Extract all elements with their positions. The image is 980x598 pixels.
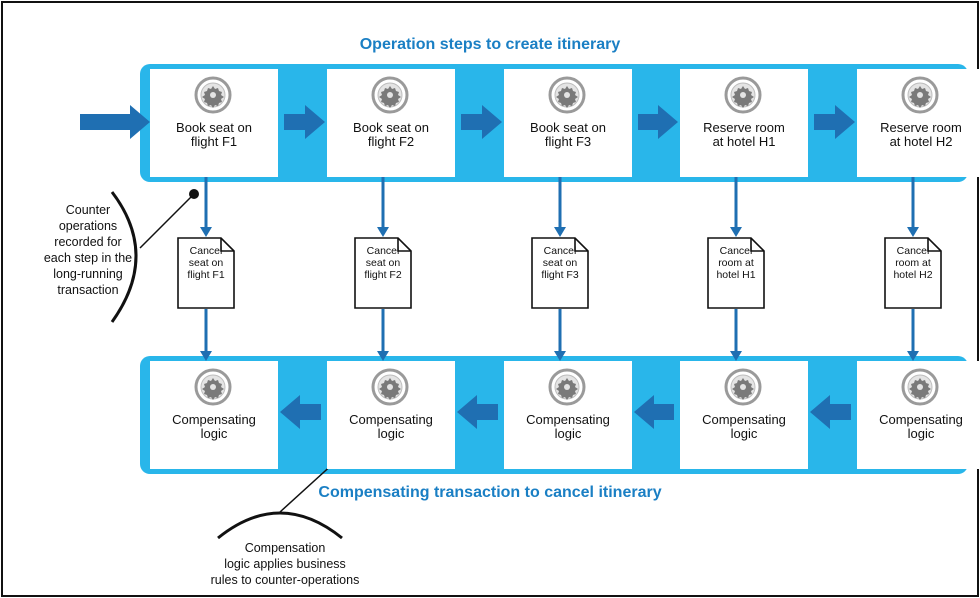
document-icon [531,237,589,309]
top-title: Operation steps to create itinerary [359,36,621,53]
step-card-1-label: Book seat on flight F1 [176,120,252,149]
apply-arrow-3-head [554,351,566,361]
gear-cycle-icon [193,367,233,407]
document-icon [177,237,235,309]
flow-arrow-bottom-1 [280,395,321,429]
counter-operation-doc-3-label: Cancel seat on flight F3 [541,245,579,281]
flow-arrow-bottom-3 [634,395,674,429]
record-arrow-1-head [200,227,212,237]
gear-cycle-icon [193,75,233,115]
gear-cycle-icon [370,367,410,407]
counter-operation-doc-4-label: Cancel room at hotel H1 [716,245,756,281]
gear-cycle-icon [547,75,587,115]
compensating-card-3-label: Compensating logic [526,412,610,441]
gear-cycle-icon [370,75,410,115]
compensating-card-2-label: Compensating logic [349,412,433,441]
flow-arrow-bottom-4 [810,395,851,429]
compensating-card-1: Compensating logic [150,361,278,469]
step-card-2-label: Book seat on flight F2 [353,120,429,149]
compensating-card-5-label: Compensating logic [879,412,963,441]
counter-operation-doc-2-label: Cancel seat on flight F2 [364,245,402,281]
flow-arrow-top-1 [284,105,325,139]
step-card-5-label: Reserve room at hotel H2 [880,120,962,149]
compensating-card-3: Compensating logic [504,361,632,469]
apply-arrow-2-head [377,351,389,361]
record-arrow-4-head [730,227,742,237]
step-card-4-label: Reserve room at hotel H1 [703,120,785,149]
document-icon [884,237,942,309]
apply-arrow-4-head [730,351,742,361]
flow-arrow-top-4 [814,105,855,139]
apply-arrow-5-head [907,351,919,361]
step-card-3: Book seat on flight F3 [504,69,632,177]
record-arrow-5-head [907,227,919,237]
compensating-card-4: Compensating logic [680,361,808,469]
gear-cycle-icon [900,75,940,115]
step-card-3-label: Book seat on flight F3 [530,120,606,149]
counter-note-dot [189,189,199,199]
counter-operation-doc-1-label: Cancel seat on flight F1 [187,245,225,281]
counter-operation-doc-3: Cancel seat on flight F3 [531,237,589,309]
counter-note-pointer [139,193,195,249]
flow-arrow-bottom-2 [457,395,498,429]
record-arrow-2-head [377,227,389,237]
compensating-card-2: Compensating logic [327,361,455,469]
compensating-card-5: Compensating logic [857,361,980,469]
counter-operation-doc-5: Cancel room at hotel H2 [884,237,942,309]
document-icon [354,237,412,309]
record-arrow-3-head [554,227,566,237]
compensating-card-4-label: Compensating logic [702,412,786,441]
step-card-2: Book seat on flight F2 [327,69,455,177]
flow-arrow-top-3 [638,105,678,139]
gear-cycle-icon [723,75,763,115]
counter-note-bracket [110,191,138,323]
gear-cycle-icon [900,367,940,407]
counter-operations-note: Counter operations recorded for each ste… [43,203,133,297]
counter-operation-doc-1: Cancel seat on flight F1 [177,237,235,309]
step-card-5: Reserve room at hotel H2 [857,69,980,177]
document-icon [707,237,765,309]
compensation-logic-note: Compensation logic applies business rule… [210,541,360,587]
counter-operation-doc-2: Cancel seat on flight F2 [354,237,412,309]
compensation-note-bracket [217,511,343,540]
gear-cycle-icon [723,367,763,407]
step-card-1: Book seat on flight F1 [150,69,278,177]
step-card-4: Reserve room at hotel H1 [680,69,808,177]
counter-operation-doc-4: Cancel room at hotel H1 [707,237,765,309]
counter-operation-doc-5-label: Cancel room at hotel H2 [893,245,933,281]
compensating-card-1-label: Compensating logic [172,412,256,441]
gear-cycle-icon [547,367,587,407]
bottom-title: Compensating transaction to cancel itine… [318,484,662,501]
flow-arrow-top-2 [461,105,502,139]
apply-arrow-1-head [200,351,212,361]
entry-arrow [80,105,150,139]
